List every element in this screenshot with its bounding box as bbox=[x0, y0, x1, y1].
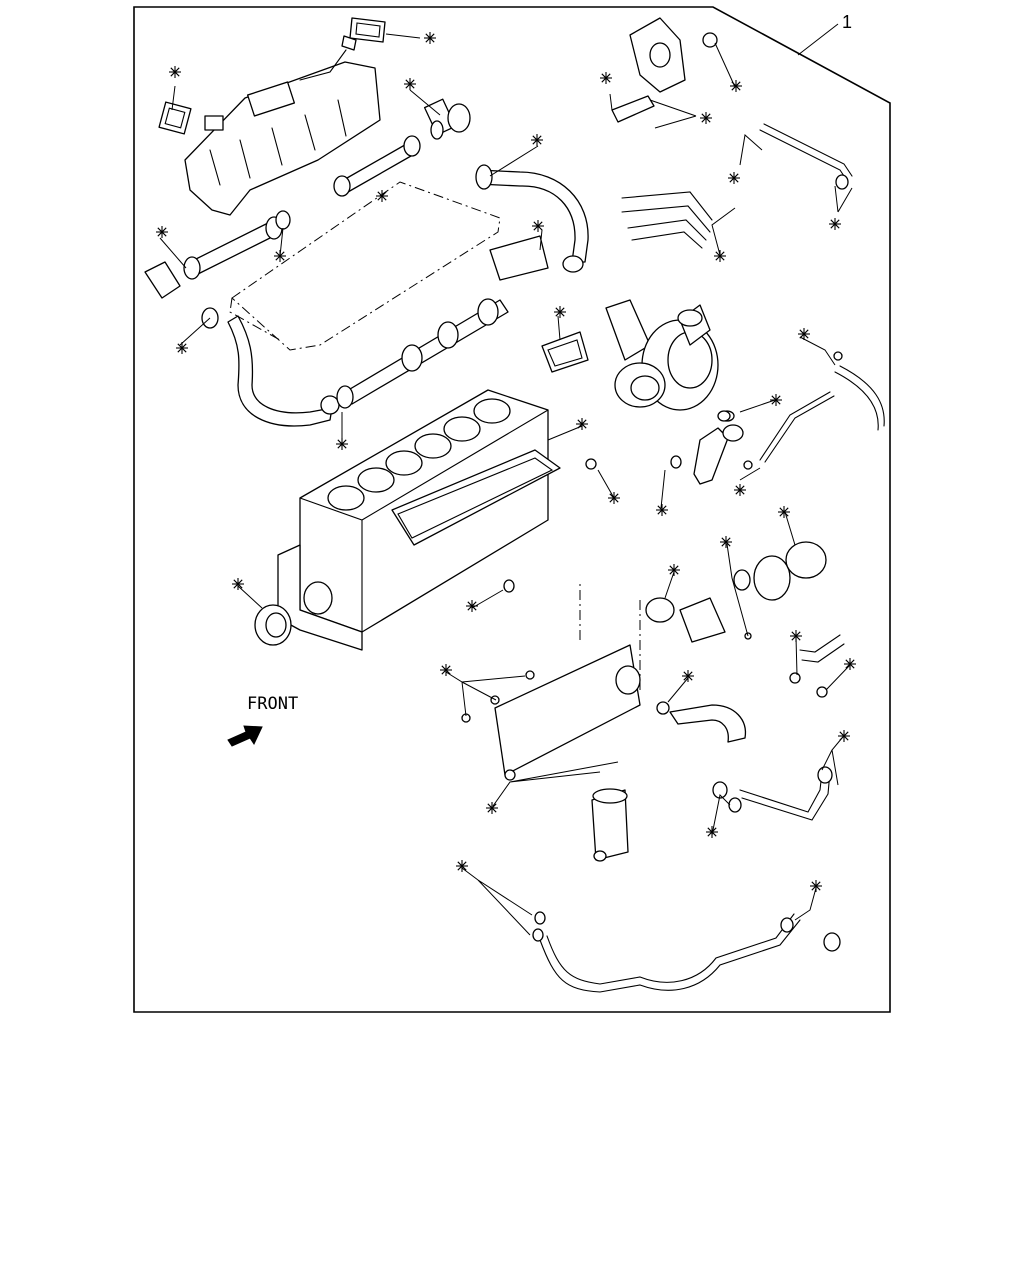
asterisk-marker bbox=[456, 860, 468, 872]
front-arrow-icon bbox=[227, 725, 263, 747]
asterisk-marker bbox=[600, 72, 612, 84]
lower-oil-line bbox=[532, 911, 841, 993]
asterisk-marker bbox=[531, 134, 543, 146]
asterisk-marker bbox=[682, 670, 694, 682]
asterisk-marker bbox=[176, 342, 188, 354]
asterisk-marker bbox=[554, 306, 566, 318]
o-rings bbox=[461, 351, 843, 781]
turbo-oil-feed-line bbox=[759, 123, 885, 463]
asterisk-marker bbox=[232, 578, 244, 590]
asterisk-marker bbox=[440, 664, 452, 676]
asterisk-marker bbox=[608, 492, 620, 504]
asterisk-marker bbox=[486, 802, 498, 814]
asterisk-marker bbox=[734, 484, 746, 496]
asterisk-marker bbox=[844, 658, 856, 670]
leader-lines bbox=[159, 33, 853, 936]
asterisk-marker bbox=[668, 564, 680, 576]
asterisk-marker bbox=[274, 250, 286, 262]
asterisk-marker bbox=[656, 504, 668, 516]
manifold-gasket bbox=[158, 101, 224, 135]
thermostat-housing bbox=[645, 541, 827, 643]
oil-filter bbox=[591, 788, 629, 862]
asterisk-marker bbox=[810, 880, 822, 892]
front-oil-seal bbox=[254, 604, 292, 646]
asterisk-marker bbox=[532, 220, 544, 232]
injection-lines bbox=[621, 191, 713, 249]
oil-cooler bbox=[494, 580, 641, 776]
callout-number: 1 bbox=[842, 12, 852, 32]
asterisk-marker bbox=[576, 418, 588, 430]
top-gasket bbox=[341, 17, 386, 51]
turbocharger bbox=[605, 299, 719, 411]
callout-leader bbox=[797, 23, 839, 56]
front-label: FRONT bbox=[247, 694, 298, 714]
asterisk-marker bbox=[424, 32, 436, 44]
asterisk-marker bbox=[730, 80, 742, 92]
mid-oil-line bbox=[712, 634, 845, 821]
asterisk-markers bbox=[156, 32, 856, 892]
asterisk-marker bbox=[156, 226, 168, 238]
asterisk-marker bbox=[829, 218, 841, 230]
asterisk-marker bbox=[770, 394, 782, 406]
cylinder-block bbox=[277, 389, 561, 651]
asterisk-marker bbox=[714, 250, 726, 262]
asterisk-marker bbox=[336, 438, 348, 450]
asterisk-marker bbox=[720, 536, 732, 548]
asterisk-marker bbox=[376, 190, 388, 202]
oil-cooler-pipe bbox=[669, 704, 747, 743]
asterisk-marker bbox=[700, 112, 712, 124]
valve-cover bbox=[229, 181, 501, 351]
asterisk-marker bbox=[706, 826, 718, 838]
asterisk-marker bbox=[790, 630, 802, 642]
timing-housing bbox=[611, 17, 718, 123]
turbo-oil-return bbox=[693, 410, 744, 485]
turbo-gasket bbox=[541, 331, 589, 373]
asterisk-marker bbox=[728, 172, 740, 184]
asterisk-marker bbox=[404, 78, 416, 90]
asterisk-marker bbox=[838, 730, 850, 742]
intake-manifold bbox=[184, 49, 381, 216]
camshaft bbox=[336, 235, 549, 409]
egr-pipe bbox=[227, 164, 589, 427]
asterisk-marker bbox=[798, 328, 810, 340]
asterisk-marker bbox=[778, 506, 790, 518]
egr-cooler-upper bbox=[333, 98, 471, 197]
asterisk-marker bbox=[466, 600, 478, 612]
asterisk-marker bbox=[169, 66, 181, 78]
